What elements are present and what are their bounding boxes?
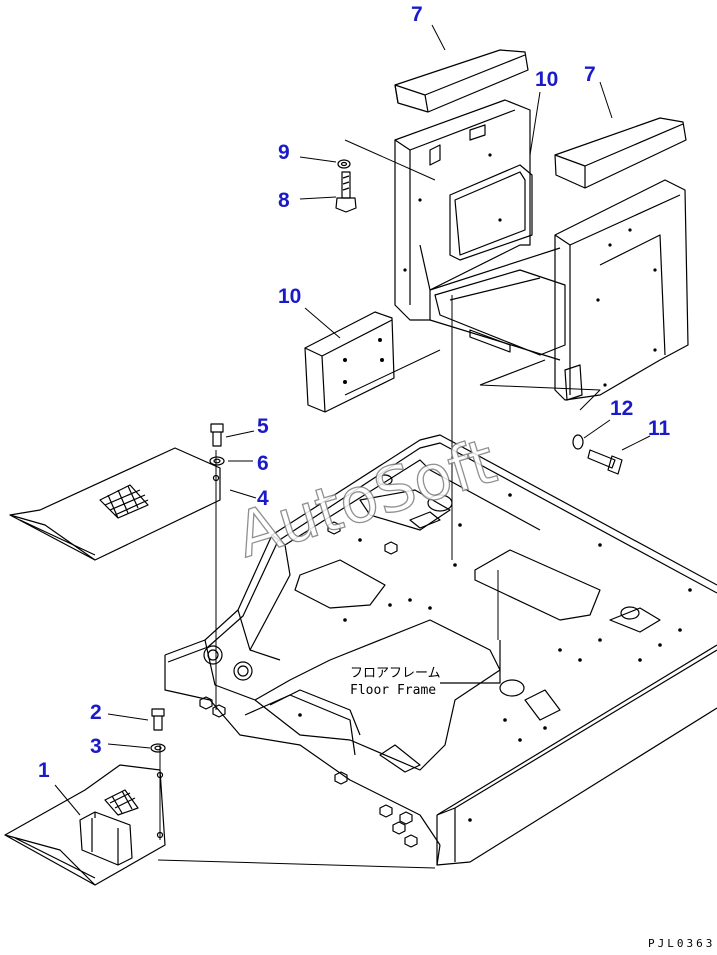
floor-frame-label-english: Floor Frame [350,683,437,698]
cover-part-4 [9,447,221,561]
washer-9 [337,159,351,169]
callout-10-upper: 10 [535,68,559,91]
pad-part-10 [304,311,395,413]
bolt-11 [587,449,623,475]
callout-11: 11 [648,417,671,440]
armrest-7-right [554,117,687,189]
armrest-7-left [394,49,529,113]
callout-4: 4 [257,487,269,510]
right-console [429,179,689,401]
floor-frame-label-japanese: フロアフレーム [350,666,441,681]
washer-3 [150,743,166,753]
callout-7-right: 7 [584,63,596,86]
callout-8: 8 [278,189,290,212]
bolt-8 [335,171,357,213]
left-console [394,99,533,321]
callout-2: 2 [90,701,102,724]
callout-10-lower: 10 [278,285,302,308]
floor-frame [164,434,717,866]
callout-leaders [54,24,651,816]
callout-3: 3 [90,735,102,758]
bolt-5 [210,423,224,447]
callout-5: 5 [257,415,269,438]
drawing-code: PJL0363 [648,937,716,950]
callout-1: 1 [38,759,50,782]
callout-12: 12 [610,397,634,420]
floor-frame-label: フロアフレーム Floor Frame [350,665,441,699]
cover-part-1 [4,764,166,886]
leader-lines [157,139,601,869]
callout-6: 6 [257,452,269,475]
callout-9: 9 [278,141,290,164]
washer-12 [572,434,584,450]
washer-6 [209,456,225,466]
bolt-2 [151,708,165,731]
callout-7-left: 7 [411,3,423,26]
